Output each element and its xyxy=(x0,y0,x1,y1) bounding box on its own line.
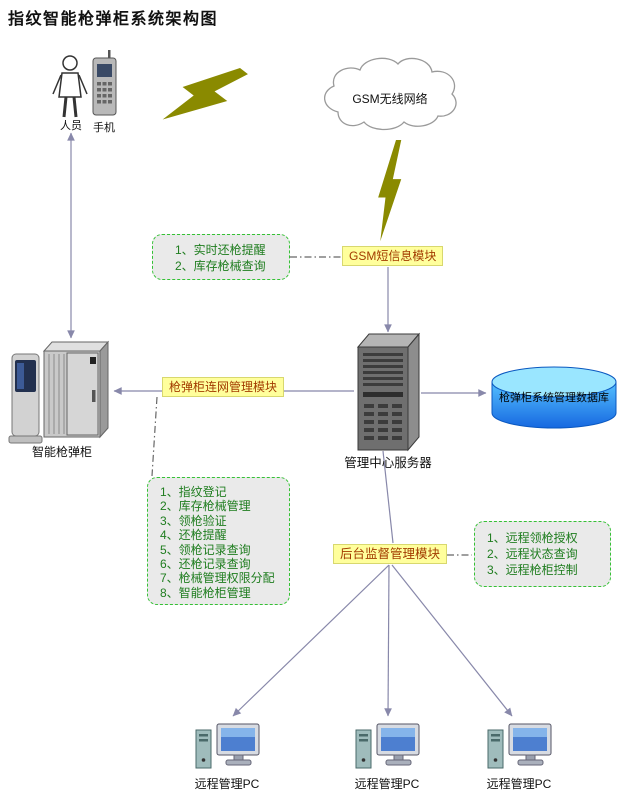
connector-backend-pc2 xyxy=(384,564,392,717)
note-line: 3、远程枪柜控制 xyxy=(487,563,578,577)
person-label: 人员 xyxy=(60,120,82,132)
database-icon xyxy=(491,366,617,429)
sms-functions-note: 1、实时还枪提醒 2、库存枪械查询 xyxy=(152,234,290,280)
page-title: 指纹智能枪弹柜系统架构图 xyxy=(8,11,219,28)
gsm-sms-module-label: GSM短信息模块 xyxy=(342,246,444,266)
cloud-icon xyxy=(324,57,457,131)
person-icon xyxy=(52,55,88,118)
note-line: 3、领枪验证 xyxy=(160,513,227,528)
connector-server-backend xyxy=(382,450,394,544)
note-line: 1、远程领枪授权 xyxy=(487,531,578,545)
phone-label: 手机 xyxy=(93,122,115,134)
cabinet-label: 智能枪弹柜 xyxy=(31,445,92,459)
lightning-icon xyxy=(159,47,248,144)
server-icon xyxy=(356,332,421,452)
note-line: 6、还枪记录查询 xyxy=(160,557,251,572)
database-label: 枪弹柜系统管理数据库 xyxy=(499,392,609,404)
note-line: 5、领枪记录查询 xyxy=(160,542,251,557)
lightning-icon xyxy=(378,140,402,242)
connector-backend-pc1 xyxy=(232,564,390,717)
kiosk-terminal-icon xyxy=(8,353,43,444)
gun-cabinet-icon xyxy=(42,340,110,439)
remote-pc-icon xyxy=(487,723,552,769)
remote-pc-label: 远程管理PC xyxy=(354,777,420,791)
note-line: 8、智能枪柜管理 xyxy=(160,585,251,600)
note-line: 2、远程状态查询 xyxy=(487,547,578,561)
remote-pc-icon xyxy=(195,723,260,769)
connector-backend-pc3 xyxy=(391,564,513,717)
note-line: 7、枪械管理权限分配 xyxy=(160,571,275,586)
cabinet-functions-note: 1、指纹登记 2、库存枪械管理 3、领枪验证 4、还枪提醒 5、领枪记录查询 6… xyxy=(147,477,290,605)
remote-functions-note: 1、远程领枪授权 2、远程状态查询 3、远程枪柜控制 xyxy=(474,521,611,587)
mobile-phone-icon xyxy=(92,50,117,116)
cabinet-network-module-label: 枪弹柜连网管理模块 xyxy=(162,377,285,397)
note-line: 4、还枪提醒 xyxy=(160,528,227,543)
server-label: 管理中心服务器 xyxy=(344,456,432,470)
backend-supervision-module-label: 后台监督管理模块 xyxy=(333,544,448,564)
remote-pc-label: 远程管理PC xyxy=(194,777,260,791)
remote-pc-label: 远程管理PC xyxy=(486,777,552,791)
note-line: 2、库存枪械查询 xyxy=(175,259,266,273)
note-line: 1、指纹登记 xyxy=(160,485,227,499)
link-networkmodule-cabinetnote xyxy=(151,396,158,477)
note-line: 2、库存枪械管理 xyxy=(160,499,251,514)
remote-pc-icon xyxy=(355,723,420,769)
gsm-network-label: GSM无线网络 xyxy=(352,92,428,106)
note-line: 1、实时还枪提醒 xyxy=(175,243,266,257)
